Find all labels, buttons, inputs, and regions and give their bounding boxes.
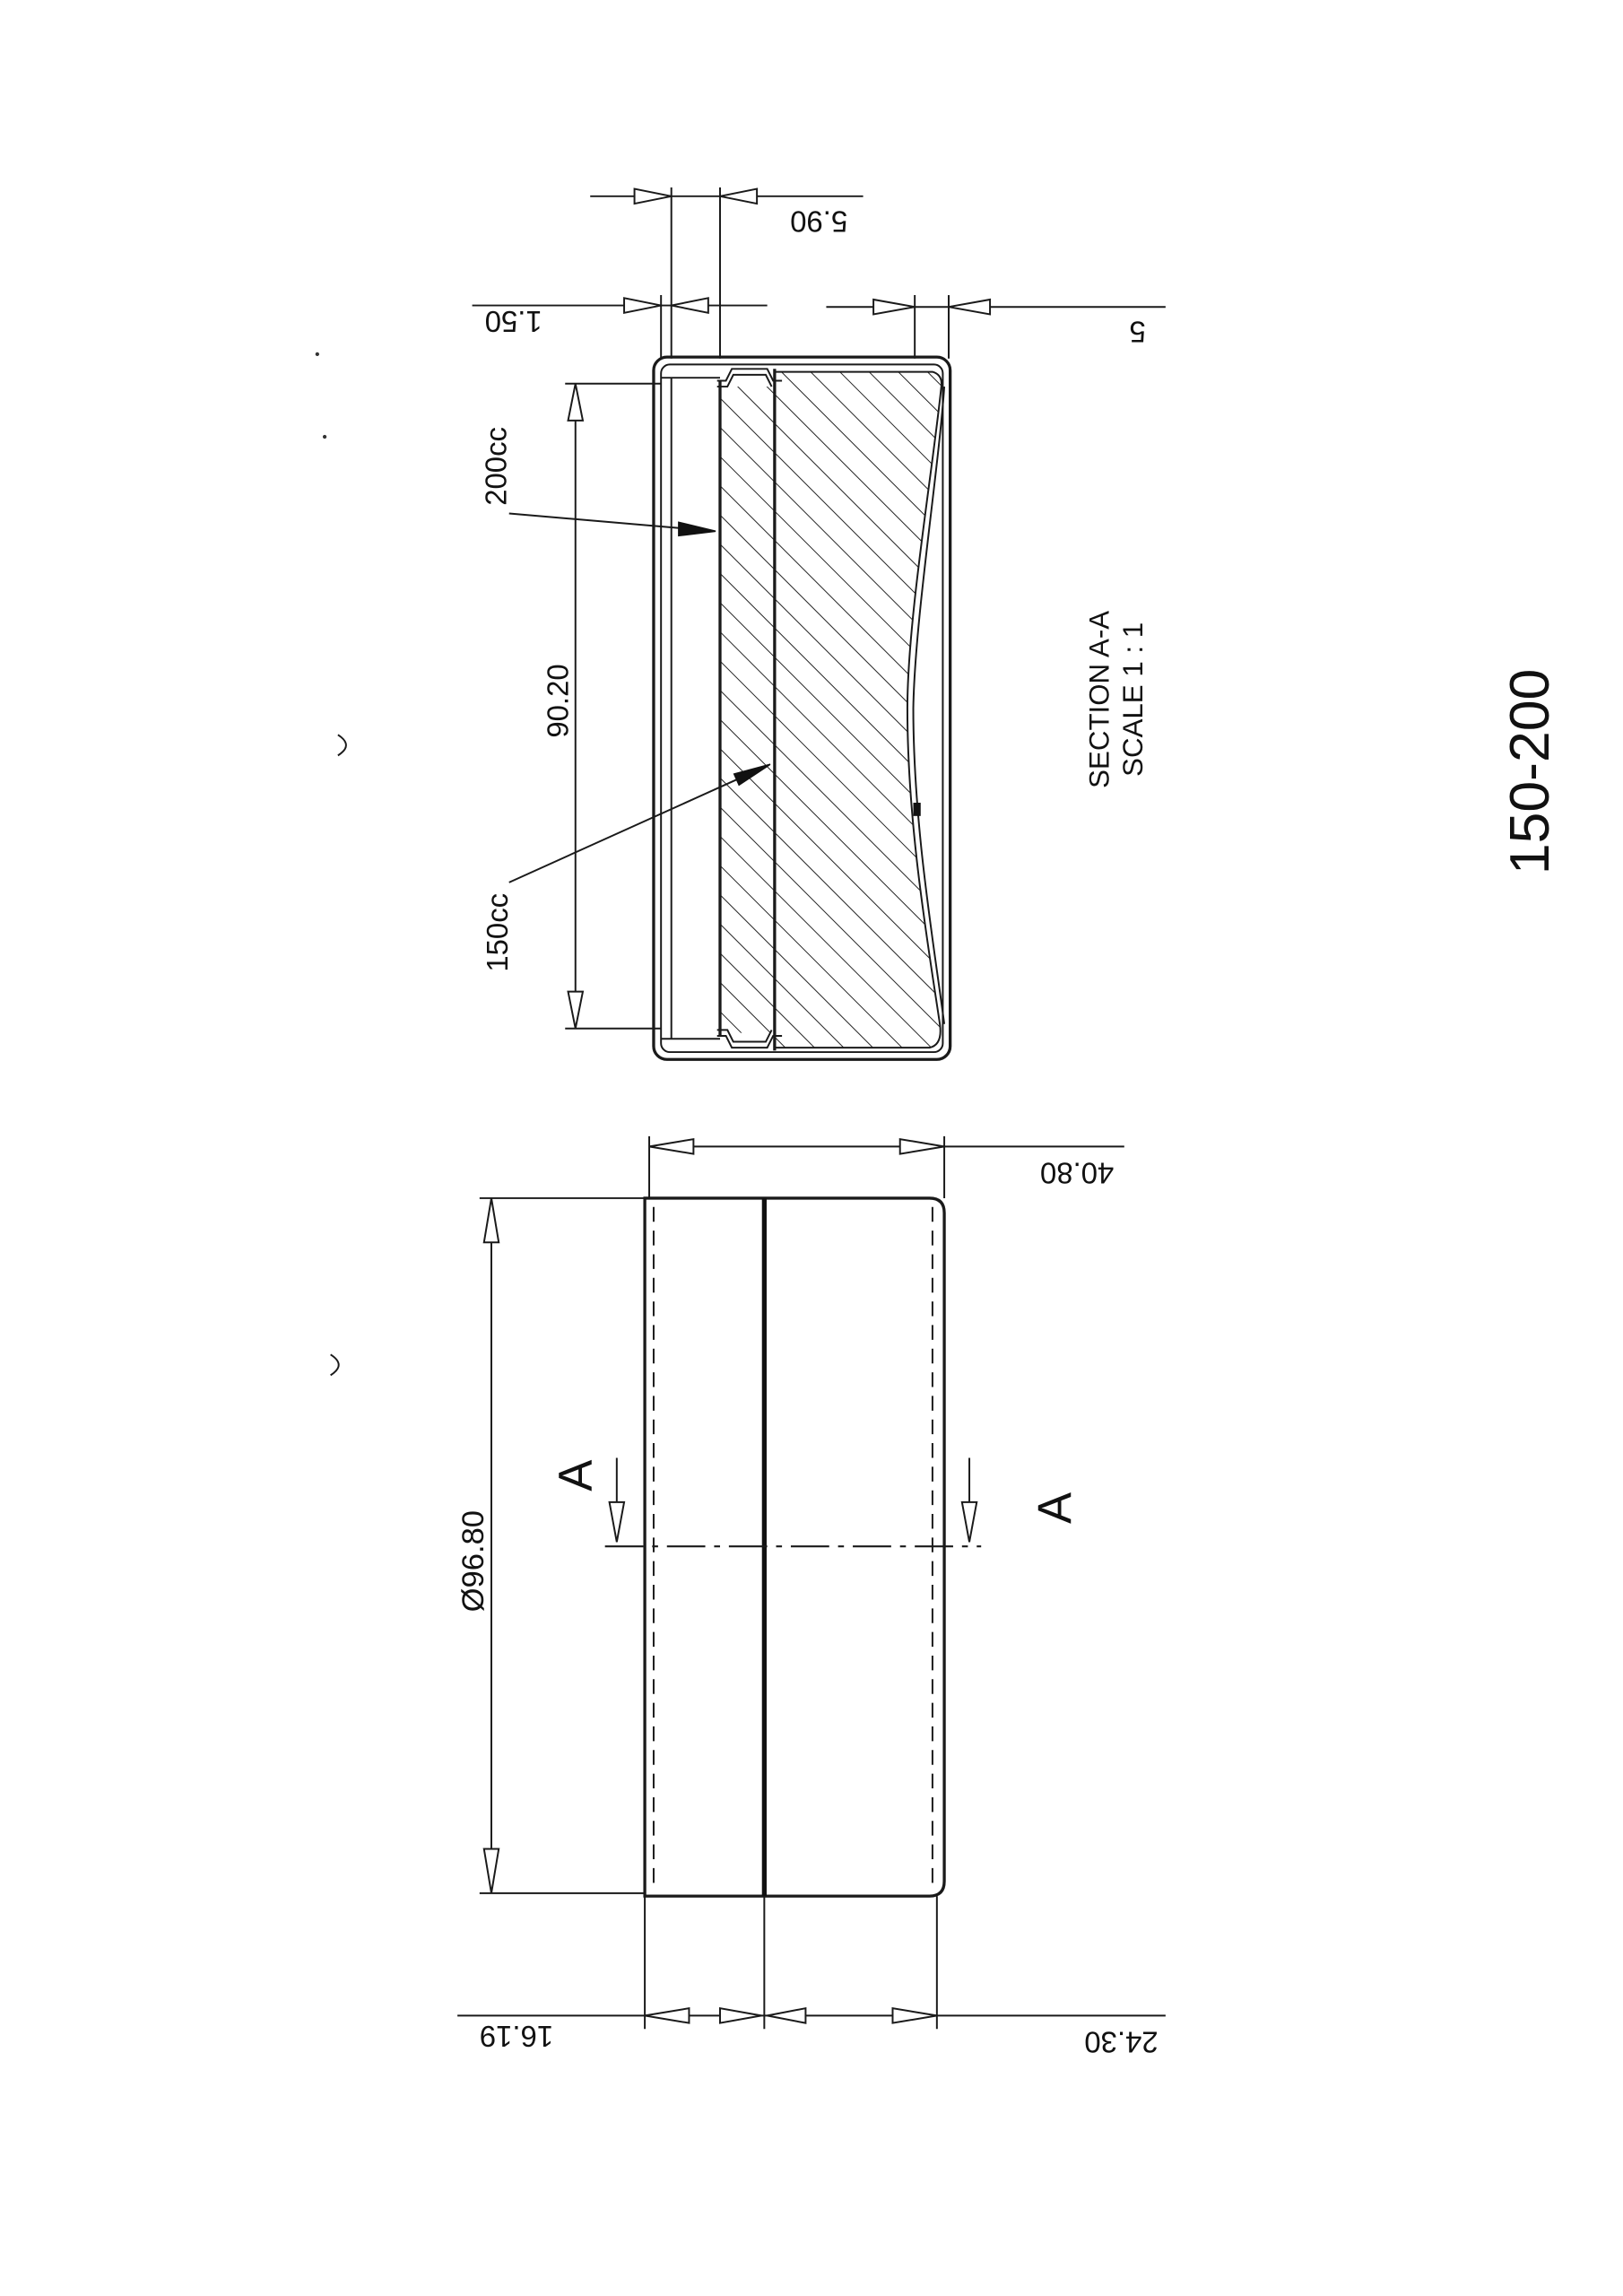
section-scale: SCALE 1 : 1 bbox=[1117, 622, 1149, 777]
outer-shell bbox=[652, 355, 952, 1061]
dim-5-90-label: 5.90 bbox=[790, 204, 847, 238]
dim-arrow bbox=[482, 1197, 500, 1244]
body-inner-contour bbox=[774, 370, 942, 1049]
front-view: A A 40.80 Ø96.80 16.19 24.30 bbox=[456, 1135, 1166, 2059]
dim-diameter-label: Ø96.80 bbox=[456, 1510, 490, 1612]
dim-arrow bbox=[948, 298, 992, 316]
leader-arrow bbox=[678, 521, 716, 537]
dim-16-19-label: 16.19 bbox=[480, 2020, 553, 2053]
label-150cc: 150cc bbox=[481, 893, 514, 972]
dim-arrow bbox=[633, 187, 672, 205]
section-marker-right: A bbox=[1028, 1492, 1081, 1524]
scan-dot bbox=[322, 434, 327, 439]
body-hatch bbox=[774, 371, 942, 1048]
leader-200cc bbox=[508, 512, 682, 529]
dim-arrow bbox=[872, 298, 916, 316]
inner-insert-hatch bbox=[719, 387, 775, 1033]
dim-arrow bbox=[648, 1137, 695, 1155]
dim-arrow bbox=[719, 2006, 762, 2024]
dim-90-20-label: 90.20 bbox=[542, 664, 575, 737]
inner-shell bbox=[660, 363, 944, 1054]
punch-mark-lower bbox=[330, 1353, 340, 1377]
body-outer-contour bbox=[912, 386, 946, 1024]
scan-dot bbox=[315, 352, 319, 356]
bottom-notch bbox=[716, 1034, 783, 1049]
marker-tick bbox=[913, 803, 921, 816]
label-200cc: 200cc bbox=[479, 427, 512, 506]
punch-mark-upper bbox=[337, 734, 347, 757]
top-notch-inner bbox=[716, 373, 773, 388]
dim-5-label: 5 bbox=[1129, 316, 1145, 349]
dim-arrow bbox=[623, 297, 662, 314]
section-arrow bbox=[608, 1500, 626, 1543]
front-outline bbox=[643, 1196, 946, 1898]
dim-arrow bbox=[891, 2007, 938, 2024]
scan-marks bbox=[315, 352, 347, 1377]
dim-1-50-label: 1.50 bbox=[485, 305, 542, 338]
dim-arrow bbox=[898, 1137, 945, 1155]
dim-arrow bbox=[644, 2007, 690, 2024]
leader-arrow bbox=[733, 763, 771, 787]
top-notch bbox=[716, 368, 783, 382]
leader-150cc bbox=[508, 778, 739, 883]
section-title: SECTION A-A bbox=[1083, 611, 1115, 788]
dim-arrow bbox=[719, 187, 759, 205]
dim-arrow bbox=[482, 1848, 500, 1894]
dim-24-30-label: 24.30 bbox=[1084, 2026, 1158, 2059]
section-view: 5.90 1.50 5 90.20 200cc 150cc SECTION A-… bbox=[472, 187, 1166, 1061]
dim-arrow bbox=[567, 990, 585, 1029]
section-arrow bbox=[960, 1500, 978, 1543]
drawing-number: 150-200 bbox=[1498, 669, 1561, 874]
dim-arrow bbox=[671, 297, 709, 314]
dim-arrow bbox=[767, 2006, 807, 2024]
dim-arrow bbox=[567, 383, 585, 422]
dim-40-80-label: 40.80 bbox=[1040, 1156, 1114, 1189]
section-marker-left: A bbox=[549, 1460, 602, 1492]
bottom-notch-inner bbox=[716, 1029, 773, 1043]
